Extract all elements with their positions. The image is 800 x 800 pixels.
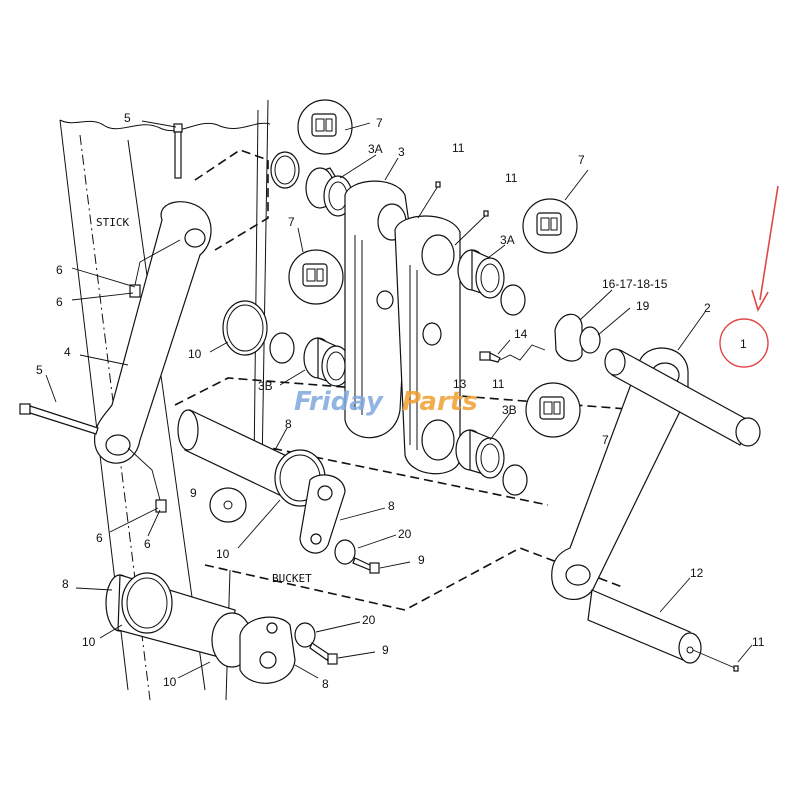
fittings-6 [127,239,181,513]
label-8: 8 [388,499,395,513]
label-6: 6 [56,263,63,277]
label-11: 11 [492,377,505,391]
label-20: 20 [398,527,412,541]
stick-label: STICK [96,216,129,229]
watermark-friday: Friday [294,387,384,417]
seal-callout-top [297,99,353,155]
link-4 [93,201,212,464]
label-6: 6 [56,295,63,309]
label-14: 14 [514,327,528,341]
dash-middle [174,377,641,411]
highlight-circle [719,318,769,368]
bucket-link-lower [211,612,296,684]
pin-8-middle [177,409,296,501]
watermark-parts: Parts [402,387,478,417]
label-11: 11 [505,171,518,185]
pin-8-lower [105,572,236,661]
label-8: 8 [62,577,69,591]
washer-20-upper [334,539,356,565]
ring-top [270,151,300,189]
label-10: 10 [216,547,230,561]
label-3b: 3B [258,379,273,393]
label-16-17-18-15: 16-17-18-15 [602,277,668,291]
label-10: 10 [163,675,177,689]
ring-10-left [222,300,268,356]
bolt-5-top [173,123,183,179]
arrow-icon [759,185,779,301]
label-1: 1 [740,337,747,351]
bolt-14 [479,344,546,363]
label-4: 4 [64,345,71,359]
label-10: 10 [82,635,96,649]
label-10: 10 [188,347,202,361]
dash-top [194,149,269,251]
label-3b: 3B [502,403,517,417]
washer-9-left [209,487,247,523]
label-6: 6 [144,537,151,551]
bushing-3A-right [457,249,505,299]
label-7: 7 [578,153,585,167]
label-5: 5 [36,363,43,377]
washer-20-lower [294,622,316,648]
label-9: 9 [382,643,389,657]
label-9: 9 [190,486,197,500]
label-8: 8 [285,417,292,431]
ring-small-left [269,332,295,364]
pin-12 [587,589,739,672]
bolts-11-top [417,181,489,246]
bolt-9-upper [352,557,380,574]
arrow-head-icon [751,289,769,313]
retainer-plate [554,313,601,362]
label-13: 13 [453,377,467,391]
seal-callout-right-top [522,198,578,254]
label-3: 3 [398,145,405,159]
label-7: 7 [602,433,609,447]
bushing-3B-left [303,337,351,387]
label-2: 2 [704,301,711,315]
label-8: 8 [322,677,329,691]
label-9: 9 [418,553,425,567]
label-6: 6 [96,531,103,545]
label-5: 5 [124,111,131,125]
link-2 [551,347,689,600]
bucket-link-upper [274,449,346,554]
pin-1 [604,348,761,447]
label-3a: 3A [500,233,515,247]
highlight-callout: 1 [719,185,779,368]
part-labels: 5 7 3A 3 11 11 7 7 3A 16-17-18-15 19 2 6… [36,111,765,691]
label-20: 20 [362,613,376,627]
bolt-9-lower [309,642,338,665]
label-7: 7 [288,215,295,229]
label-11: 11 [752,635,765,649]
seal-callout-right-bottom [525,382,581,438]
bucket-label: BUCKET [272,572,312,585]
ring-right-top [500,284,526,316]
label-7: 7 [376,116,383,130]
label-3a: 3A [368,142,383,156]
label-12: 12 [690,566,704,580]
leader-lines [45,120,753,679]
label-19: 19 [636,299,650,313]
link-3 [344,180,461,475]
seal-callout-left [288,249,344,305]
dash-lower [204,439,626,611]
watermark: Friday Parts [294,387,478,417]
bushing-3B-right [455,429,505,479]
ring-right-bottom [502,464,528,496]
bolt-5-left [19,403,99,435]
label-11: 11 [452,141,465,155]
